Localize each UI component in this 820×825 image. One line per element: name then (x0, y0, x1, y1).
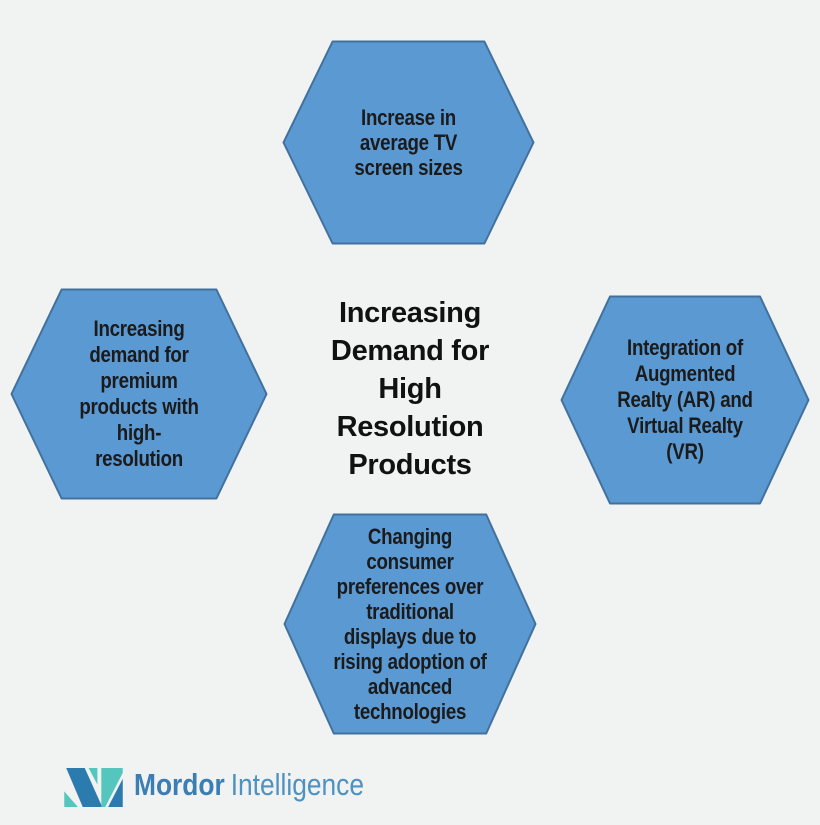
logo-text-mordor: Mordor (134, 767, 225, 802)
hexagon-top: Increase in average TV screen sizes (282, 40, 535, 245)
hexagon-top-shape (282, 40, 535, 245)
hexagon-bottom-label: Changing consumer preferences over tradi… (333, 524, 487, 724)
hexagon-right-shape (560, 295, 810, 505)
diagram-title: Increasing Demand for High Resolution Pr… (330, 297, 490, 481)
hexagon-right-label: Integration of Augmented Realty (AR) and… (617, 335, 753, 464)
hexagon-top-label: Increase in average TV screen sizes (354, 105, 463, 180)
hexagon-right: Integration of Augmented Realty (AR) and… (560, 295, 810, 505)
hexagon-left-label: Increasing demand for premium products w… (79, 316, 199, 471)
mordor-intelligence-mark-icon (64, 768, 123, 807)
hexagon-bottom: Changing consumer preferences over tradi… (283, 513, 537, 735)
hexagon-left: Increasing demand for premium products w… (10, 288, 268, 500)
hexagon-left-shape (10, 288, 268, 500)
logo-text-intelligence: Intelligence (230, 767, 365, 802)
hexagon-bottom-shape (283, 513, 537, 735)
